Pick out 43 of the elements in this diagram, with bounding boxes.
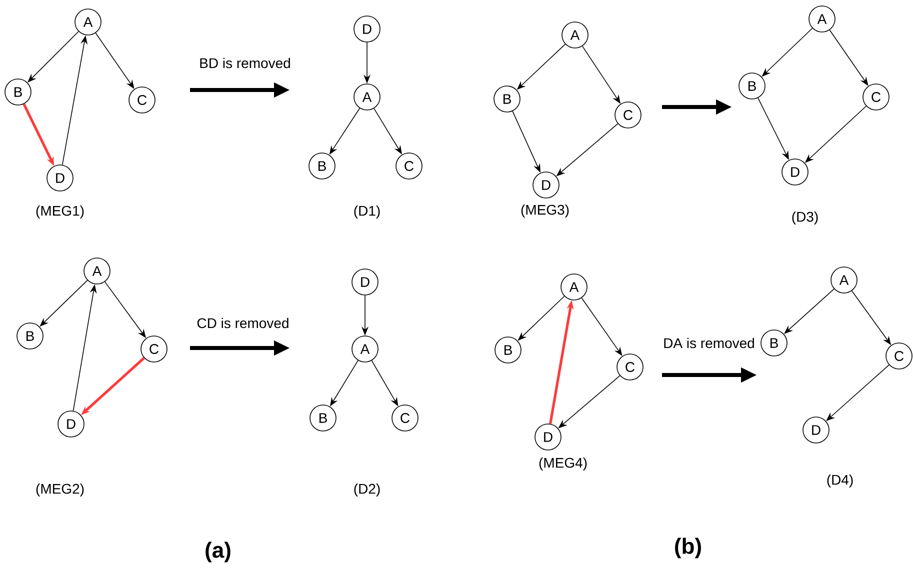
panel-label: (b): [675, 538, 701, 558]
graph-vertex: B: [494, 336, 522, 364]
graph-vertex: D: [802, 416, 830, 444]
graph-vertex: A: [830, 266, 858, 294]
graph-vertex: B: [16, 322, 44, 350]
caption: (D2): [354, 483, 380, 497]
panel-label: (a): [206, 542, 230, 562]
graph-vertex: D: [46, 164, 74, 192]
step-label: CD is removed: [197, 318, 288, 328]
graph-vertex: C: [614, 102, 642, 128]
graph-vertex: D: [532, 172, 560, 198]
graph-vertex: A: [74, 8, 102, 36]
caption: (D4): [827, 474, 853, 488]
graph-vertex: C: [140, 336, 168, 362]
graph-vertex: A: [84, 258, 110, 284]
graph-vertex: A: [352, 336, 378, 362]
graph-vertex: A: [562, 22, 588, 48]
graph-vertex: D: [782, 158, 808, 186]
caption: (D1): [354, 205, 380, 219]
graph-vertex: B: [310, 404, 336, 432]
graph-vertex: B: [738, 72, 766, 100]
graph-vertex: A: [560, 274, 588, 300]
graph-vertex: C: [392, 404, 418, 432]
graph-vertex: C: [128, 86, 156, 114]
caption: (MEG2): [36, 483, 84, 497]
graph-vertex: A: [354, 84, 380, 110]
graph-vertex: C: [616, 354, 644, 380]
graph-vertex: B: [4, 78, 32, 106]
graph-vertex: B: [308, 152, 336, 180]
graph-vertex: C: [886, 342, 912, 370]
graph-vertex: B: [494, 86, 520, 112]
graph-vertex: C: [862, 84, 890, 110]
graph-vertex: B: [760, 330, 788, 356]
graph-vertex: D: [352, 268, 378, 296]
graph-vertex: D: [354, 16, 380, 42]
caption: (D3): [792, 211, 818, 225]
graph-vertex: D: [58, 410, 84, 438]
step-label: BD is removed: [200, 58, 290, 68]
graph-vertex: A: [808, 6, 836, 32]
step-label: DA is removed: [664, 338, 754, 348]
caption: (MEG1): [36, 205, 84, 219]
graph-vertex: C: [396, 152, 422, 180]
graph-vertex: D: [534, 424, 562, 450]
